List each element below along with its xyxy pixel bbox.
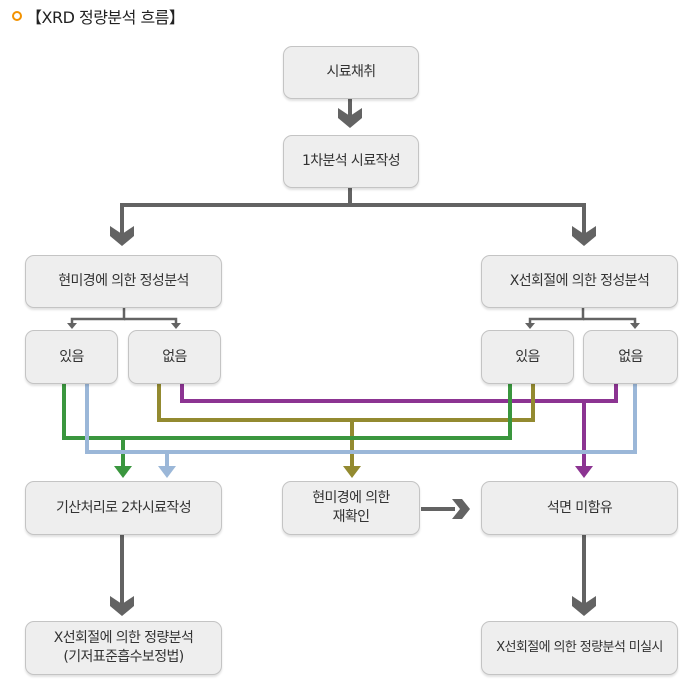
- node-label: 재확인: [332, 509, 370, 525]
- arrow-down-icon: [343, 466, 361, 478]
- node-label: X선회절에 의한 정량분석: [53, 630, 194, 647]
- node-xrd-qualitative: X선회절에 의한 정성분석: [481, 255, 678, 308]
- arrow-down-icon: [572, 596, 596, 616]
- connector-purple: [180, 384, 618, 403]
- node-microscope-qualitative: 현미경에 의한 정성분석: [25, 255, 222, 308]
- node-label: 없음: [162, 348, 187, 365]
- small-arrow-icon: [525, 323, 535, 329]
- diagram-title: 【XRD 정량분석 흐름】: [12, 4, 185, 28]
- connector-light-blue: [85, 384, 637, 454]
- bullet-icon: [12, 11, 22, 21]
- small-arrow-icon: [630, 323, 640, 329]
- node-sampling: 시료채취: [283, 46, 419, 99]
- small-arrow-icon: [67, 323, 77, 329]
- connector-green: [62, 384, 512, 440]
- node-primary-prep: 1차분석 시료작성: [283, 135, 419, 188]
- connector-prep-microscope: [120, 188, 352, 236]
- small-arrow-icon: [171, 323, 181, 329]
- arrow-down-icon: [110, 596, 134, 616]
- arrow-down-icon: [338, 108, 362, 128]
- node-microscope-yes: 있음: [25, 330, 118, 384]
- node-label: 있음: [59, 348, 84, 365]
- node-label: 없음: [618, 348, 643, 365]
- node-label: X선회절에 의한 정성분석: [509, 273, 650, 290]
- node-xrd-yes: 있음: [481, 330, 574, 384]
- node-label: 현미경에 의한: [312, 490, 390, 507]
- node-label: 시료채취: [326, 64, 376, 81]
- node-acid-secondary-prep: 기산처리로 2차시료작성: [25, 481, 222, 535]
- arrow-right-icon: [452, 499, 470, 519]
- node-no-asbestos: 석면 미함유: [481, 481, 678, 535]
- node-label: 현미경에 의한 정성분석: [58, 273, 189, 290]
- arrow-down-icon: [114, 466, 132, 478]
- node-xrd-no: 없음: [583, 330, 678, 384]
- node-microscope-no: 없음: [128, 330, 221, 384]
- arrow-down-icon: [110, 226, 134, 246]
- arrow-down-icon: [572, 226, 596, 246]
- node-label: (기저표준흡수보정법): [63, 649, 184, 665]
- arrow-down-icon: [158, 466, 176, 478]
- node-label: 기산처리로 2차시료작성: [56, 499, 192, 516]
- node-label: 석면 미함유: [546, 499, 613, 516]
- node-xrd-quantitative-none: X선회절에 의한 정량분석 미실시: [481, 621, 678, 675]
- title-text: 【XRD 정량분석 흐름】: [26, 8, 185, 27]
- arrow-down-icon: [575, 466, 593, 478]
- node-label: X선회절에 의한 정량분석 미실시: [496, 640, 663, 656]
- node-microscope-recheck: 현미경에 의한 재확인: [282, 481, 420, 535]
- node-label: 있음: [515, 348, 540, 365]
- node-xrd-quantitative: X선회절에 의한 정량분석 (기저표준흡수보정법): [25, 621, 222, 675]
- node-label: 1차분석 시료작성: [301, 153, 401, 170]
- connector-prep-xrd: [350, 203, 586, 236]
- connector-olive: [157, 384, 535, 422]
